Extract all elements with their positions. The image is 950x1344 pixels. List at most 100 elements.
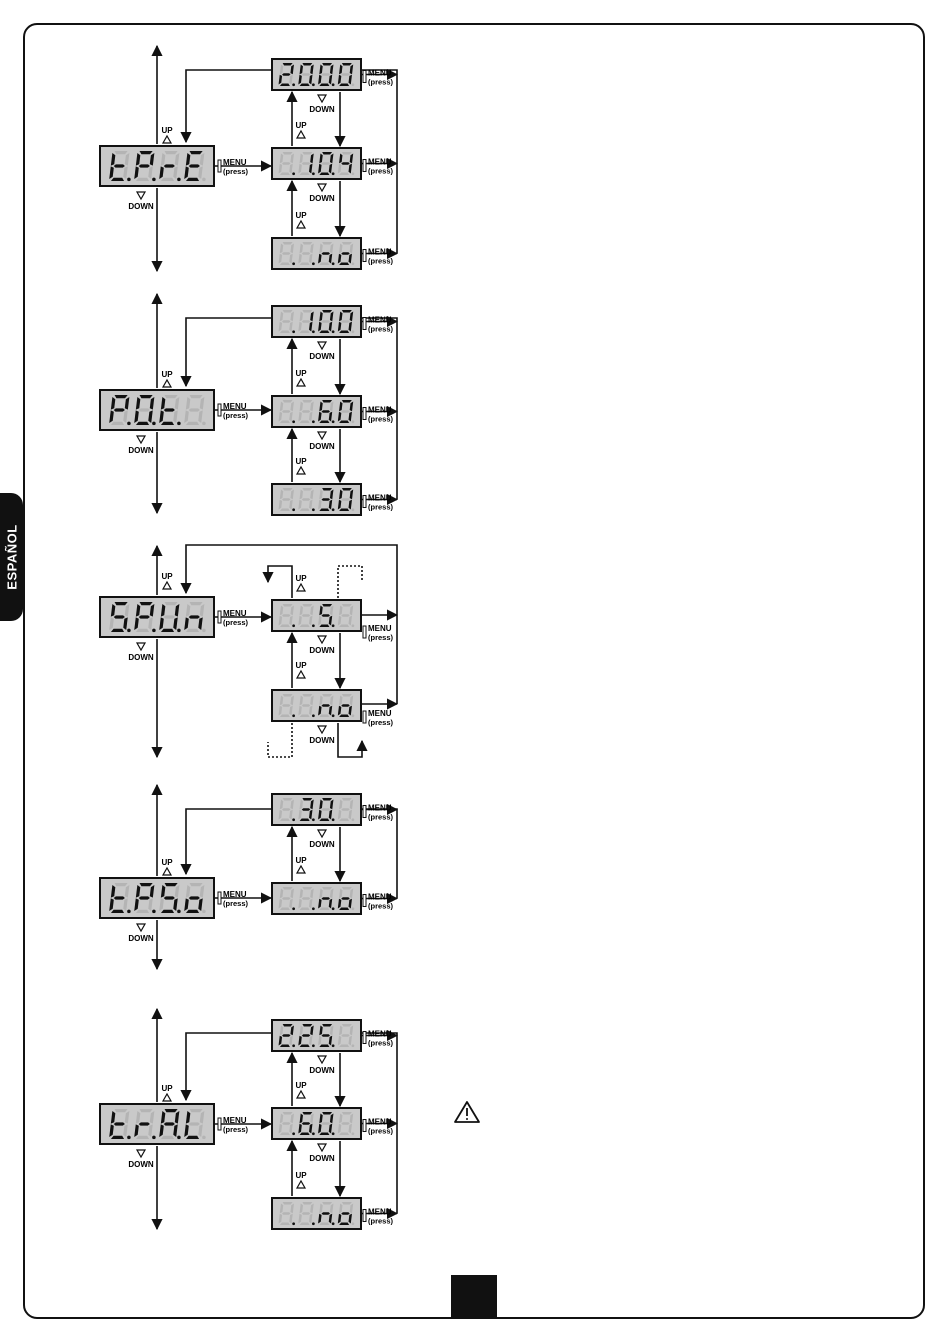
- display-segment: [309, 705, 313, 716]
- display-decimal-point: [292, 624, 295, 628]
- display-segment: [282, 694, 293, 697]
- display-segment: [199, 884, 205, 898]
- display-decimal-point: [351, 818, 355, 822]
- display-decimal-point: [292, 420, 295, 424]
- display-segment: [298, 74, 302, 85]
- display-segment: [139, 1109, 153, 1113]
- connector-line: [337, 565, 363, 598]
- display-segment: [339, 605, 343, 616]
- display-segment: [321, 808, 331, 811]
- display-decimal-point: [292, 907, 295, 911]
- display-decimal-point: [292, 508, 295, 512]
- display-segment: [339, 1113, 343, 1124]
- display-segment: [309, 898, 313, 909]
- display-segment: [189, 151, 203, 155]
- display-segment: [289, 1123, 293, 1134]
- display-decimal-point: [331, 1132, 335, 1136]
- display-segment: [301, 410, 311, 413]
- display-segment: [282, 488, 293, 491]
- display-segment: [298, 1035, 302, 1046]
- display-segment: [109, 617, 114, 631]
- display-segment: [310, 153, 314, 164]
- option-display-spun-1: [271, 689, 362, 722]
- display-segment: [339, 1044, 350, 1047]
- display-segment: [302, 604, 313, 607]
- display-segment: [339, 1025, 343, 1036]
- display-segment: [341, 400, 352, 403]
- display-segment: [318, 499, 322, 510]
- menu-label: MENU: [368, 494, 392, 503]
- display-segment: [337, 253, 342, 264]
- display-segment: [341, 887, 352, 890]
- display-decimal-point: [351, 1044, 355, 1048]
- option-display-pot-1: [271, 395, 362, 428]
- display-segment: [298, 705, 302, 716]
- display-segment: [299, 1025, 303, 1036]
- display-segment: [163, 1122, 175, 1126]
- display-segment: [290, 311, 294, 322]
- display-segment: [322, 887, 333, 890]
- display-segment: [282, 63, 293, 66]
- display-segment: [322, 242, 333, 245]
- display-segment: [319, 888, 323, 899]
- display-segment: [149, 1110, 155, 1124]
- down-arrow-icon: [316, 829, 328, 839]
- press-label: (press): [368, 257, 394, 266]
- menu-label: MENU: [368, 406, 392, 415]
- display-segment: [163, 615, 175, 619]
- display-segment: [299, 489, 303, 500]
- display-segment: [339, 888, 343, 899]
- display-segment: [328, 1035, 333, 1046]
- menu-button-icon: [217, 1117, 222, 1131]
- display-decimal-point: [312, 83, 315, 87]
- display-segment: [185, 396, 191, 410]
- display-segment: [310, 243, 314, 254]
- display-segment: [318, 809, 322, 820]
- display-segment: [341, 488, 352, 491]
- up-label: UP: [295, 856, 307, 865]
- display-segment: [302, 242, 313, 245]
- display-segment: [198, 166, 203, 180]
- display-segment: [318, 615, 322, 626]
- up-arrow-icon: [161, 134, 173, 144]
- display-segment: [348, 1213, 352, 1224]
- display-segment: [290, 401, 294, 412]
- display-segment: [319, 1132, 330, 1135]
- display-segment: [301, 1122, 311, 1125]
- display-segment: [339, 330, 350, 333]
- down-label: DOWN: [128, 202, 154, 211]
- menu-label: MENU: [223, 1116, 247, 1125]
- display-segment: [135, 177, 150, 181]
- display-segment: [319, 262, 330, 265]
- menu-label: MENU: [368, 709, 392, 718]
- display-segment: [189, 883, 203, 887]
- display-segment: [322, 798, 333, 801]
- display-decimal-point: [331, 83, 335, 87]
- display-segment: [185, 1110, 191, 1124]
- down-arrow-icon: [316, 635, 328, 645]
- display-segment: [290, 799, 294, 810]
- display-segment: [110, 152, 116, 166]
- display-segment: [124, 884, 130, 898]
- display-segment: [319, 311, 323, 322]
- option-display-tpre-2: [271, 237, 362, 270]
- display-segment: [337, 705, 342, 716]
- option-display-tral-1: [271, 1107, 362, 1140]
- display-segment: [328, 499, 333, 510]
- display-decimal-point: [312, 907, 315, 911]
- display-segment: [319, 420, 330, 423]
- display-segment: [349, 243, 354, 254]
- display-segment: [341, 604, 352, 607]
- menu-label: MENU: [223, 402, 247, 411]
- display-segment: [289, 253, 293, 264]
- display-segment: [348, 411, 352, 422]
- display-segment: [298, 615, 302, 626]
- display-segment: [299, 311, 303, 322]
- display-segment: [299, 153, 303, 164]
- display-segment: [329, 888, 334, 899]
- display-segment: [279, 508, 290, 511]
- menu-button-icon: [362, 805, 367, 818]
- display-segment: [301, 614, 311, 617]
- display-segment: [173, 898, 178, 912]
- display-segment: [163, 164, 175, 168]
